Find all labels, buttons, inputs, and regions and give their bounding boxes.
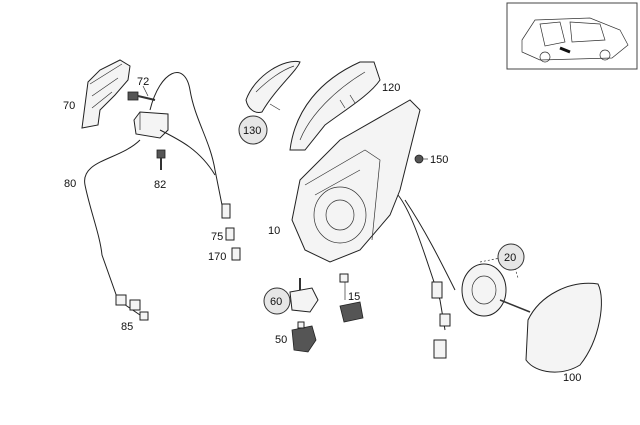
car-location-thumbnail-icon [506,2,638,70]
part-50-motor [291,321,317,353]
label-70: 70 [63,100,75,112]
part-60-bracket [289,278,319,313]
label-50: 50 [275,334,287,346]
label-80: 80 [64,178,76,190]
part-15-sensor [339,273,364,323]
label-20: 20 [504,252,516,264]
part-10-mirror-housing [291,99,421,263]
label-170: 170 [208,251,226,263]
callout-60 [263,287,291,315]
callout-20 [497,243,525,271]
connector-85 [115,294,149,321]
label-100: 100 [563,372,581,384]
callout-130 [238,115,268,145]
label-82: 82 [154,179,166,191]
label-15: 15 [348,291,360,303]
part-72-screw [127,91,156,101]
label-75: 75 [211,231,223,243]
label-10: 10 [268,225,280,237]
label-85: 85 [121,321,133,333]
label-60: 60 [270,296,282,308]
part-82-screw [156,149,166,170]
part-130-turn-signal [245,60,301,113]
part-120-mirror-cover [289,61,381,151]
control-module [133,111,169,139]
harness-right [397,194,446,331]
part-100-mirror-glass [525,282,602,373]
part-20-adjuster [461,263,531,317]
label-150: 150 [430,154,448,166]
connector-170 [231,247,241,261]
label-130: 130 [243,125,261,137]
harness-80 [84,72,223,316]
label-72: 72 [137,76,149,88]
connector-75 [221,203,235,241]
part-70-bracket [81,59,131,129]
label-120: 120 [382,82,400,94]
part-150-screw [414,154,428,164]
